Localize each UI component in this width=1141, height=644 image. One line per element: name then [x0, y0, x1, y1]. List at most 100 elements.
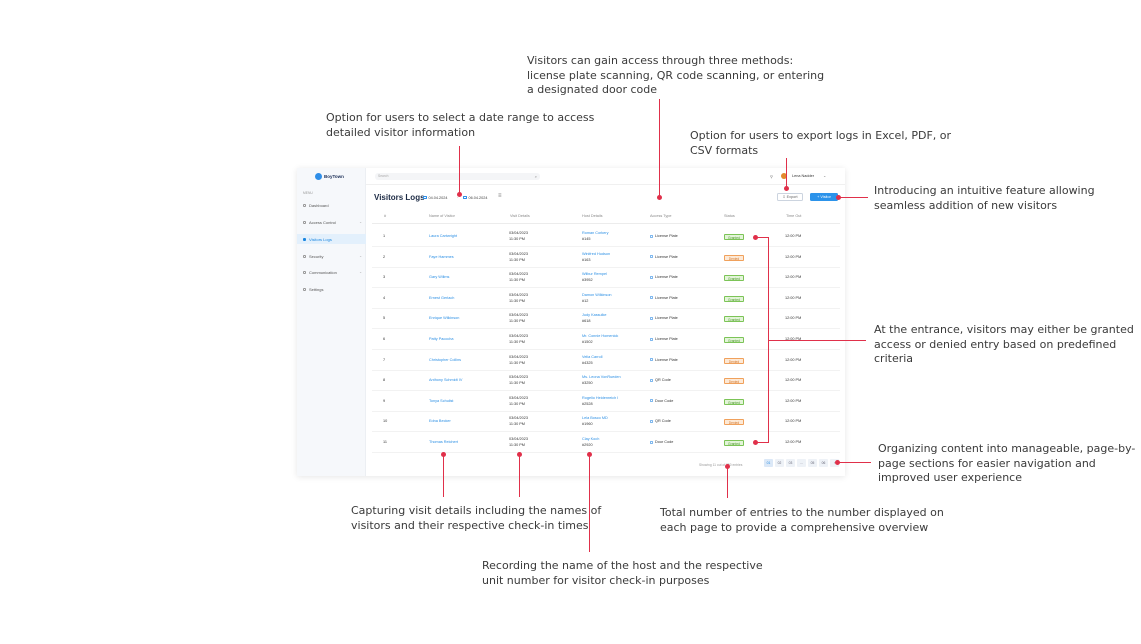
page-button[interactable]: 05: [808, 459, 817, 467]
status-badge: Denied: [724, 254, 744, 261]
visitor-name-link[interactable]: Enrique Wilkinson: [429, 316, 460, 321]
user-name[interactable]: Lena Nadder: [792, 174, 814, 178]
column-header-access-type[interactable]: Access Type: [650, 214, 672, 218]
visitor-name-link[interactable]: Thomas Reichert: [429, 440, 458, 444]
access-type: Door Code: [650, 399, 673, 405]
time-out: 12:00 PM: [785, 398, 802, 403]
sidebar: BoyTown MENU Dashboard Access Control ⌄ …: [297, 168, 366, 476]
visitor-name-link[interactable]: Edna Becker: [429, 419, 451, 424]
host-name-link[interactable]: Judy Kassulke: [582, 313, 607, 318]
visit-date: 03/04/2023: [509, 416, 529, 421]
visitor-name-link[interactable]: Faye Hammes: [429, 254, 454, 259]
host-name-link[interactable]: Wilbur Rempel: [582, 272, 607, 277]
visitor-name-link[interactable]: Christopher Collins: [429, 357, 462, 362]
connector-dot: [835, 460, 840, 465]
visit-time: 11:30 PM: [509, 360, 525, 365]
column-header-status[interactable]: Status: [724, 214, 735, 218]
time-out: 12:00 PM: [785, 357, 802, 362]
gear-icon: [303, 287, 306, 291]
page-button[interactable]: 02: [775, 459, 784, 467]
host-name-link[interactable]: Lela Bosco MD: [582, 416, 608, 421]
next-page-button[interactable]: ›: [830, 459, 839, 467]
access-type: License Plate: [650, 316, 678, 322]
access-type-icon: [650, 440, 653, 444]
connector-add-visitor: [838, 197, 868, 198]
row-number: 11: [383, 440, 387, 444]
host-name-link[interactable]: Clay Koch: [582, 437, 600, 441]
host-name-link[interactable]: Ms. Leona VonRueden: [582, 375, 621, 380]
search-input[interactable]: Search ⌕: [375, 173, 540, 180]
date-to-picker[interactable]: 06.04.2024: [463, 194, 488, 201]
top-bar: Search ⌕ ⚲ Lena Nadder ⌄: [366, 168, 845, 185]
sidebar-item-access-control[interactable]: Access Control ⌄: [297, 217, 366, 227]
visitor-name-link[interactable]: Anthony Schmidt IV: [429, 378, 463, 383]
visit-date: 03/04/2023: [509, 292, 529, 297]
host-name-link[interactable]: Roman Corkery: [582, 231, 609, 235]
column-header-host-details[interactable]: Host Details: [582, 214, 603, 218]
row-number: 1: [383, 234, 386, 238]
filter-icon[interactable]: ≡: [498, 193, 502, 199]
time-out: 12:00 PM: [785, 316, 802, 321]
host-unit: #618: [582, 319, 591, 324]
connector-dot: [753, 440, 758, 445]
avatar[interactable]: [781, 173, 787, 179]
page-button[interactable]: 01: [764, 459, 773, 467]
column-header-visit-details[interactable]: Visit Details: [510, 214, 530, 218]
brand-logo[interactable]: BoyTown: [315, 173, 344, 180]
sidebar-item-settings[interactable]: Settings: [297, 284, 366, 294]
visit-date: 03/04/2023: [509, 231, 529, 235]
sidebar-item-dashboard[interactable]: Dashboard: [297, 200, 366, 210]
connector-dot: [784, 186, 789, 191]
host-name-link[interactable]: Rogelio Heidenreich I: [582, 395, 619, 400]
calendar-icon: [463, 195, 467, 200]
column-header-name[interactable]: Name of Visitor: [429, 214, 455, 218]
visitor-name-link[interactable]: Ernest Gerlach: [429, 295, 455, 300]
host-name-link[interactable]: Velia Carroll: [582, 354, 603, 359]
date-from-picker[interactable]: 04.04.2024: [423, 194, 448, 201]
column-header-number[interactable]: #: [384, 214, 387, 218]
chevron-down-icon[interactable]: ⌄: [823, 173, 827, 178]
visitor-name-link[interactable]: Tonya Schulist: [429, 398, 454, 403]
host-name-link[interactable]: Winifred Hudson: [582, 251, 611, 256]
add-visitor-button[interactable]: + Visitor: [810, 193, 838, 201]
connector-pagination: [837, 462, 871, 463]
host-name-link[interactable]: Damon Wilkinson: [582, 292, 612, 297]
notification-icon[interactable]: ⚲: [770, 174, 773, 179]
host-name-link[interactable]: Mr. Connie Homenick: [582, 334, 619, 338]
sidebar-item-visitors-logs[interactable]: Visitors Logs: [297, 234, 366, 244]
time-out: 12:00 PM: [785, 295, 802, 300]
visitor-name-link[interactable]: Gary Willms: [429, 275, 450, 280]
annotation-add-visitor: Introducing an intuitive feature allowin…: [874, 184, 1095, 212]
access-type-icon: [650, 296, 653, 300]
visit-time: 11:30 PM: [509, 298, 525, 303]
page-button[interactable]: 06: [819, 459, 828, 467]
annotation-date-range: Option for users to select a date range …: [326, 111, 595, 139]
access-type-icon: [650, 275, 653, 279]
export-button[interactable]: ⇩ Export: [777, 193, 803, 201]
page-button[interactable]: 03: [786, 459, 795, 467]
sidebar-item-security[interactable]: Security ⌄: [297, 251, 366, 261]
row-number: 9: [383, 398, 386, 403]
connector-dot: [657, 195, 662, 200]
time-out: 12:00 PM: [785, 419, 802, 424]
visit-date: 03/04/2023: [509, 313, 529, 318]
connector-dot: [753, 235, 758, 240]
access-type-icon: [650, 399, 653, 403]
visitor-name-link[interactable]: Laura Cartwright: [429, 234, 458, 238]
status-badge: Granted: [724, 295, 744, 302]
sidebar-item-communication[interactable]: Communication ⌄: [297, 267, 366, 277]
page-button[interactable]: ...: [797, 459, 806, 467]
column-header-time-out[interactable]: Time Out: [786, 214, 802, 218]
visitor-name-link[interactable]: Patty Pacocha: [429, 337, 454, 341]
